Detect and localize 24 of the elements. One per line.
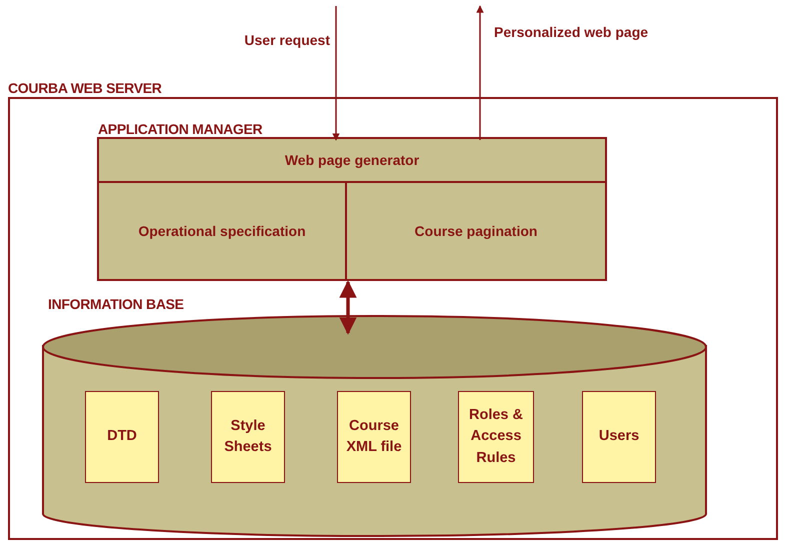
edge-label: User request (243, 32, 330, 48)
document-box (458, 391, 534, 483)
box-label: Operational specification (137, 222, 307, 241)
module-box (98, 138, 606, 182)
arrow (476, 5, 484, 140)
document-box (211, 391, 285, 483)
edge-label: Personalized web page (494, 24, 650, 40)
module-box (346, 182, 606, 280)
document-box (337, 391, 411, 483)
box-label: DTD (106, 427, 138, 446)
section-title: COURBA WEB SERVER (8, 80, 162, 96)
document-box (582, 391, 656, 483)
module-box (98, 182, 346, 280)
document-box (85, 391, 159, 483)
arrow (332, 6, 340, 141)
box-label: Web page generator (284, 150, 420, 170)
box-label: Roles & Access Rules (468, 406, 524, 468)
section-title: INFORMATION BASE (48, 296, 184, 312)
box-label: Style Sheets (223, 416, 273, 457)
section-title: APPLICATION MANAGER (98, 121, 262, 137)
box-label: Course pagination (414, 222, 538, 241)
box-label: Users (598, 427, 640, 446)
arrow (339, 280, 357, 335)
box-label: Course XML file (345, 416, 403, 457)
